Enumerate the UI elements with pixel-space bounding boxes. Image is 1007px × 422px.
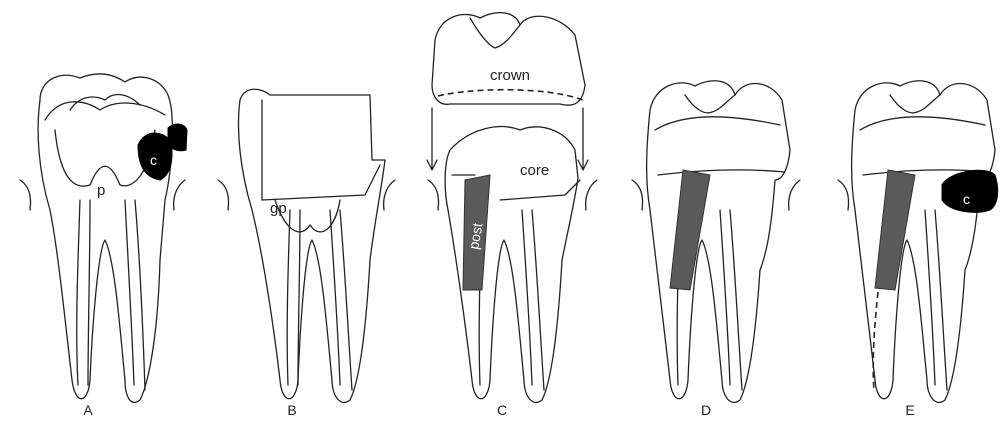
caries-label-e: c	[963, 191, 970, 207]
tooth-d-outline	[647, 81, 790, 403]
panel-b: gp B	[218, 89, 395, 418]
panel-d: D	[632, 81, 800, 418]
panel-label-a: A	[83, 402, 93, 418]
crown-c	[432, 13, 585, 106]
panel-a: c p A	[20, 74, 187, 418]
panel-e: c E	[838, 81, 998, 418]
panel-label-d: D	[701, 402, 711, 418]
panel-label-e: E	[905, 402, 914, 418]
tooth-a-outline	[38, 74, 172, 403]
caries-label-a: c	[150, 152, 157, 168]
panel-label-b: B	[287, 402, 296, 418]
panel-c: crown post core C	[427, 13, 597, 418]
crown-label-c: crown	[490, 67, 530, 84]
pulp-label-a: p	[97, 182, 105, 199]
panel-label-c: C	[497, 402, 507, 418]
core-label-c: core	[520, 162, 549, 179]
gp-label-b: gp	[270, 200, 287, 217]
tooth-b-outline	[239, 89, 386, 402]
